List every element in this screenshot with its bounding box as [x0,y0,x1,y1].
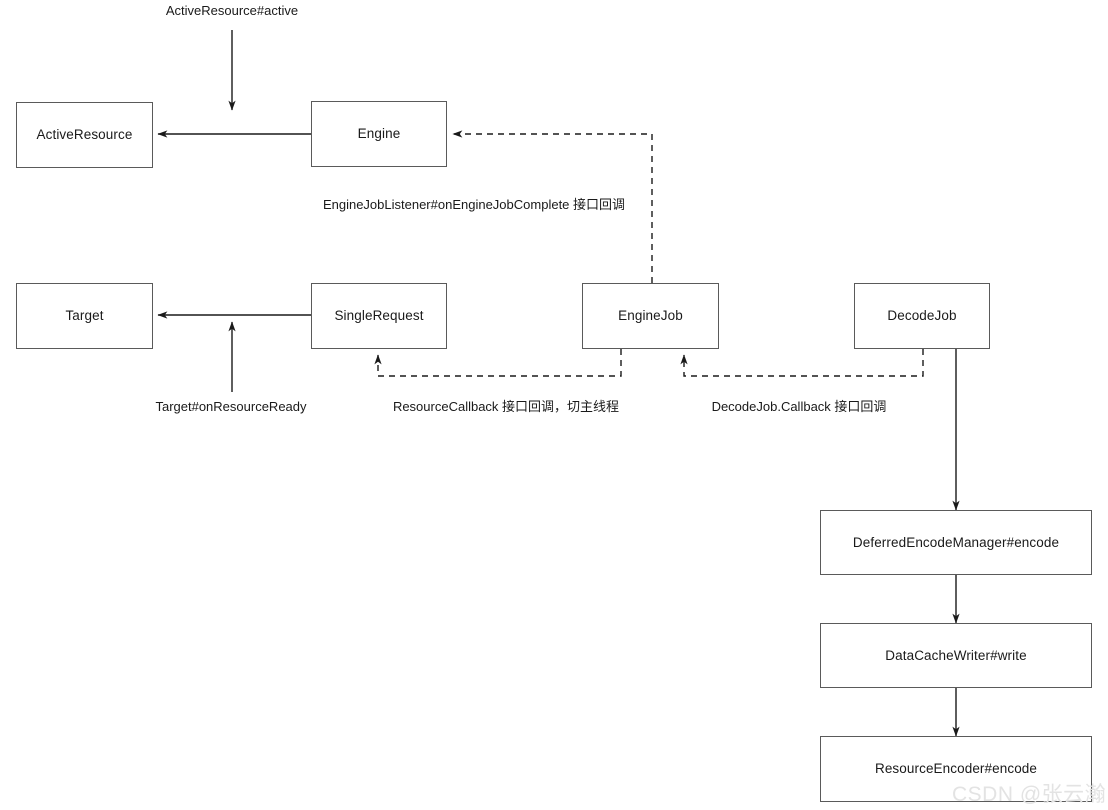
node-decode-job[interactable]: DecodeJob [854,283,990,349]
edge-decodejob-to-enginejob [680,349,924,377]
node-active-resource[interactable]: ActiveResource [16,102,153,168]
node-deferred-encode-manager[interactable]: DeferredEncodeManager#encode [820,510,1092,575]
edge-label-engine-job-listener: EngineJobListener#onEngineJobComplete 接口… [322,197,626,212]
edge-label-target-on-resource-ready: Target#onResourceReady [155,399,307,414]
node-label: Target [65,308,104,324]
node-engine-job[interactable]: EngineJob [582,283,719,349]
edge-label-active-resource-active: ActiveResource#active [165,3,299,18]
node-target[interactable]: Target [16,283,153,349]
csdn-watermark: CSDN @张云瀚 [952,783,1107,806]
node-label: SingleRequest [334,308,424,324]
node-label: ActiveResource [36,127,133,143]
node-label: DataCacheWriter#write [885,647,1027,663]
node-label: EngineJob [618,308,683,324]
edge-label-resource-callback: ResourceCallback 接口回调，切主线程 [392,399,620,414]
edge-label-decode-job-callback: DecodeJob.Callback 接口回调 [711,399,887,414]
node-engine[interactable]: Engine [311,101,447,167]
node-label: DeferredEncodeManager#encode [852,534,1060,550]
node-label: Engine [357,126,401,142]
node-label: DecodeJob [887,308,957,324]
edge-enginejob-to-singlerequest [374,349,622,377]
node-resource-encoder[interactable]: ResourceEncoder#encode [820,736,1092,802]
node-single-request[interactable]: SingleRequest [311,283,447,349]
node-label: ResourceEncoder#encode [874,761,1038,777]
node-data-cache-writer[interactable]: DataCacheWriter#write [820,623,1092,688]
